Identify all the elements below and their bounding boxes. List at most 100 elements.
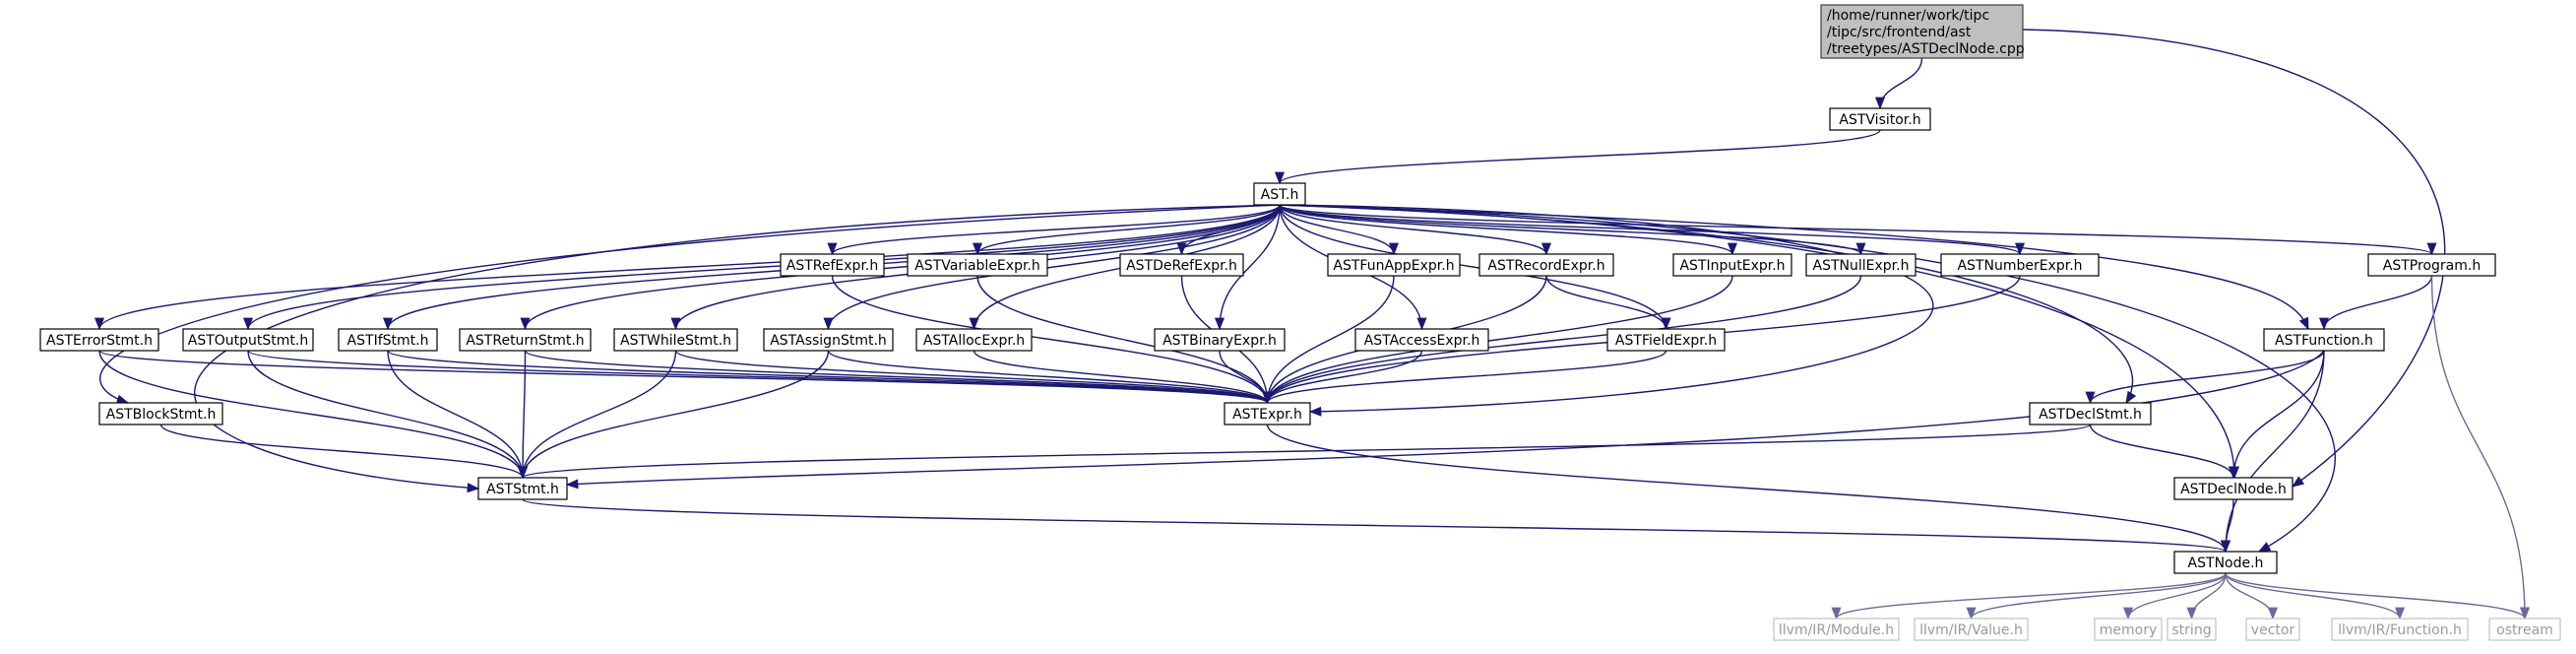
edges-layer [94,29,2531,621]
node-box-errorstmt [39,328,159,352]
node-label-root-1: /tipc/src/frontend/ast [1827,25,1972,40]
node-box-refexpr [780,253,885,277]
edge-ast-to-declnode [1279,204,2240,480]
node-label-errorstmt: ASTErrorStmt.h [46,333,153,349]
node-recordexpr[interactable]: ASTRecordExpr.h [1478,253,1614,277]
node-label-string: string [2171,622,2211,638]
node-funapp[interactable]: ASTFunAppExpr.h [1327,253,1461,277]
node-root[interactable]: /home/runner/work/tipc/tipc/src/frontend… [1820,4,2025,59]
node-ast[interactable]: AST.h [1253,182,1306,206]
edge-ast-to-refexpr [827,204,1281,256]
node-box-declstmt [2029,402,2152,425]
node-declnode[interactable]: ASTDeclNode.h [2173,477,2293,500]
node-returnstmt[interactable]: ASTReturnStmt.h [459,328,592,352]
node-label-root-0: /home/runner/work/tipc [1827,8,1989,24]
edge-outputstmt-to-expr [247,350,1273,405]
node-box-declnode [2173,477,2293,500]
node-memory: memory [2094,618,2163,641]
edge-funapp-to-expr [1262,275,1395,405]
edge-ast-to-function [1279,204,2309,331]
node-varexpr[interactable]: ASTVariableExpr.h [907,253,1048,277]
node-ostream: ostream [2488,618,2561,641]
node-derefexpr[interactable]: ASTDeRefExpr.h [1119,253,1244,277]
node-label-program: ASTProgram.h [2383,258,2481,274]
node-label-declstmt: ASTDeclStmt.h [2039,407,2142,423]
edge-root-to-declnode [2022,29,2446,488]
node-whilestmt[interactable]: ASTWhileStmt.h [613,328,738,352]
node-llvmfunction: llvm/IR/Function.h [2331,618,2469,641]
node-binaryexpr[interactable]: ASTBinaryExpr.h [1154,328,1286,352]
edge-assignstmt-to-stmt [518,350,830,480]
edge-blockstmt-to-stmt [159,424,528,480]
edge-node-to-string [2186,572,2227,621]
node-stmt[interactable]: ASTStmt.h [477,477,568,500]
node-label-memory: memory [2100,622,2158,638]
node-inputexpr[interactable]: ASTInputExpr.h [1672,253,1792,277]
edge-errorstmt-to-expr [98,350,1273,405]
edge-ast-to-program [1279,204,2437,256]
edge-accessexpr-to-expr [1262,350,1423,405]
node-expr[interactable]: ASTExpr.h [1224,402,1311,425]
node-node[interactable]: ASTNode.h [2173,551,2278,574]
edge-ifstmt-to-stmt [387,350,529,480]
edge-function-to-declnode [2228,350,2325,480]
node-label-fieldexpr: ASTFieldExpr.h [1615,333,1717,349]
node-box-vector [2245,618,2300,641]
edge-ast-to-inputexpr [1279,204,1737,256]
node-declstmt[interactable]: ASTDeclStmt.h [2029,402,2152,425]
node-box-root [1820,4,2024,59]
node-label-whilestmt: ASTWhileStmt.h [620,333,731,349]
edge-ast-to-declstmt [1279,204,2137,405]
node-box-ostream [2488,618,2561,641]
node-function[interactable]: ASTFunction.h [2263,328,2385,352]
edge-visitor-to-ast [1275,129,1881,185]
node-visitor[interactable]: ASTVisitor.h [1829,107,1931,131]
edge-declstmt-to-declnode [2089,424,2238,480]
node-label-recordexpr: ASTRecordExpr.h [1487,258,1604,274]
edge-ast-to-nullexpr [1279,204,1866,256]
node-label-outputstmt: ASTOutputStmt.h [188,333,308,349]
node-label-visitor: ASTVisitor.h [1839,112,1920,128]
node-outputstmt[interactable]: ASTOutputStmt.h [182,328,314,352]
edge-node-to-llvmmodule [1831,572,2227,621]
edge-ast-to-blockstmt [99,204,1281,405]
edge-assignstmt-to-expr [827,350,1273,405]
node-box-outputstmt [182,328,314,352]
node-blockstmt[interactable]: ASTBlockStmt.h [98,402,223,425]
node-allocexpr[interactable]: ASTAllocExpr.h [915,328,1033,352]
node-errorstmt[interactable]: ASTErrorStmt.h [39,328,159,352]
edge-allocexpr-to-expr [973,350,1273,405]
node-fieldexpr[interactable]: ASTFieldExpr.h [1606,328,1726,352]
node-label-assignstmt: ASTAssignStmt.h [770,333,887,349]
node-ifstmt[interactable]: ASTIfStmt.h [338,328,438,352]
edge-ifstmt-to-expr [387,350,1273,405]
edge-ast-to-errorstmt [94,204,1281,331]
node-numberexpr[interactable]: ASTNumberExpr.h [1940,253,2100,277]
edge-ast-to-outputstmt [243,204,1281,331]
node-refexpr[interactable]: ASTRefExpr.h [780,253,885,277]
node-llvmvalue: llvm/IR/Value.h [1914,618,2029,641]
edge-whilestmt-to-expr [674,350,1273,405]
node-box-binaryexpr [1154,328,1286,352]
node-label-inputexpr: ASTInputExpr.h [1679,258,1785,274]
edge-outputstmt-to-stmt [247,350,528,480]
node-accessexpr[interactable]: ASTAccessExpr.h [1354,328,1489,352]
edge-function-to-node [2220,350,2325,554]
node-box-node [2173,551,2278,574]
node-assignstmt[interactable]: ASTAssignStmt.h [763,328,894,352]
edge-stmt-to-node [522,498,2230,554]
edge-varexpr-to-expr [976,275,1273,405]
edge-declstmt-to-stmt [518,424,2092,480]
node-box-ifstmt [338,328,438,352]
node-nullexpr[interactable]: ASTNullExpr.h [1805,253,1916,277]
node-label-ifstmt: ASTIfStmt.h [347,333,429,349]
edge-node-to-ostream [2225,572,2530,621]
edge-ast-to-returnstmt [520,204,1281,331]
node-label-declnode: ASTDeclNode.h [2180,482,2287,497]
node-label-derefexpr: ASTDeRefExpr.h [1126,258,1237,274]
node-program[interactable]: ASTProgram.h [2367,253,2496,277]
node-box-visitor [1829,107,1931,131]
node-label-refexpr: ASTRefExpr.h [786,258,878,274]
edge-fieldexpr-to-expr [1262,350,1667,405]
